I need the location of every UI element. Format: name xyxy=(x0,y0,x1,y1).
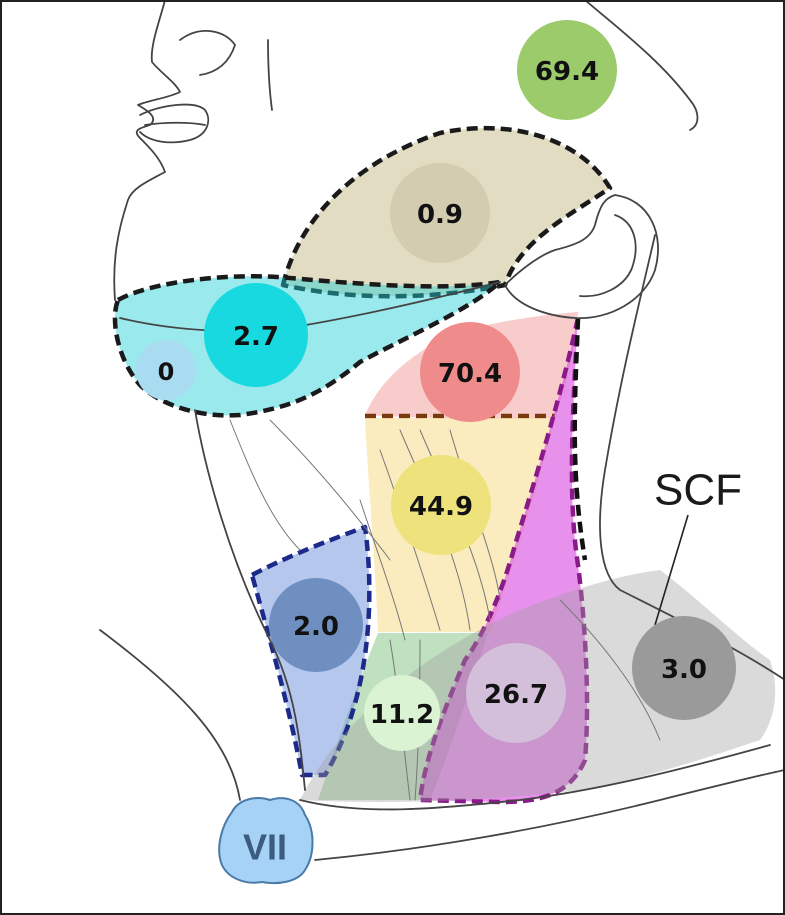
hair-line xyxy=(584,0,699,131)
value-bubble-lower-jugular: 11.2 xyxy=(364,675,440,751)
muscle-fiber-5 xyxy=(359,499,406,641)
scf-label: SCF xyxy=(654,466,742,515)
lips-line xyxy=(144,121,206,126)
bubble-mid-jugular-value: 44.9 xyxy=(409,492,473,522)
bubble-upper-jugular xyxy=(420,322,520,422)
bubble-parotid-value: 0.9 xyxy=(417,200,463,230)
bubble-parotid xyxy=(390,163,490,263)
muscle-fiber-6 xyxy=(269,419,391,561)
bubble-submandibular xyxy=(204,283,308,387)
value-bubble-submandibular: 2.7 xyxy=(204,283,308,387)
muscle-fiber-3 xyxy=(379,449,441,631)
cheek-line xyxy=(267,39,273,111)
bubble-lower-jugular xyxy=(364,675,440,751)
bubble-supraclavicular xyxy=(632,616,736,720)
face-profile-outline xyxy=(113,0,181,301)
bubble-anterior-neck xyxy=(269,578,363,672)
bubble-mid-jugular xyxy=(391,455,491,555)
neck-front-outline xyxy=(194,409,306,791)
bubble-submental xyxy=(136,340,196,400)
bubble-supraclavicular-value: 3.0 xyxy=(661,655,707,685)
scf-leader-line xyxy=(654,514,689,626)
ear-inner xyxy=(579,214,637,298)
bubble-forehead-value: 69.4 xyxy=(535,57,599,87)
bubble-submental-value: 0 xyxy=(158,358,175,386)
value-bubble-upper-jugular: 70.4 xyxy=(420,322,520,422)
value-bubble-supraclavicular: 3.0 xyxy=(632,616,736,720)
nose-outline xyxy=(179,30,236,76)
bubble-upper-jugular-value: 70.4 xyxy=(438,359,502,389)
shoulder-line xyxy=(314,769,785,861)
right-boundary-dash xyxy=(572,317,588,561)
bubble-forehead xyxy=(517,20,617,120)
muscle-fiber-10 xyxy=(559,599,661,741)
value-bubble-submental: 0 xyxy=(136,340,196,400)
chest-outline xyxy=(99,629,241,801)
bubble-submandibular-value: 2.7 xyxy=(233,322,279,352)
muscle-fiber-7 xyxy=(229,419,301,551)
value-bubble-anterior-neck: 2.0 xyxy=(269,578,363,672)
lips-outline xyxy=(139,103,210,144)
value-bubble-forehead: 69.4 xyxy=(517,20,617,120)
value-bubble-posterior-triangle: 26.7 xyxy=(466,643,566,743)
bubble-posterior-triangle xyxy=(466,643,566,743)
bubble-anterior-neck-value: 2.0 xyxy=(293,612,339,642)
level-vii-label: VII xyxy=(243,827,287,868)
value-bubble-parotid: 0.9 xyxy=(390,163,490,263)
level-vii-badge xyxy=(218,797,314,885)
ear-outline xyxy=(504,194,659,319)
bubble-posterior-triangle-value: 26.7 xyxy=(484,680,548,710)
value-bubble-mid-jugular: 44.9 xyxy=(391,455,491,555)
collarbone-outline xyxy=(299,744,771,811)
bubble-lower-jugular-value: 11.2 xyxy=(370,700,434,730)
